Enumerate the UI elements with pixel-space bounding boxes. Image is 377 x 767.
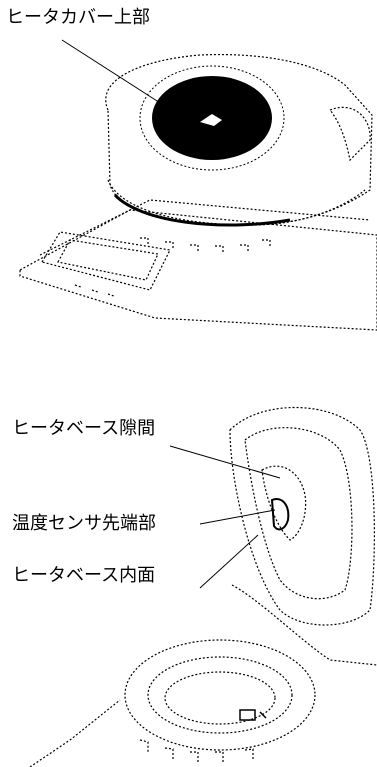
- open-cover-inner: [244, 427, 353, 600]
- heater-window-rim: [139, 65, 285, 171]
- leader-line-temp-sensor-tip: [199, 509, 276, 525]
- leader-line-heater-base-inner: [199, 534, 259, 589]
- ring-slots: [140, 237, 271, 254]
- cover-ring: [113, 193, 291, 227]
- cover-side-arm: [231, 584, 377, 666]
- display-panel: [41, 231, 171, 291]
- label-heater-cover-top: ヒータカバー上部: [6, 7, 150, 28]
- label-heater-base-inner: ヒータベース内面: [12, 565, 156, 586]
- pan-inner-ring: [147, 656, 293, 734]
- pan-clip: [239, 709, 267, 721]
- leader-line-heater-cover-top: [61, 39, 169, 109]
- open-cover-outline: [229, 407, 375, 626]
- sensor-tip: [270, 498, 290, 531]
- cover-handle: [329, 106, 371, 162]
- pan-center: [164, 671, 276, 725]
- label-heater-base-gap: ヒータベース隙間: [12, 418, 156, 439]
- base-outline: [19, 209, 377, 331]
- pan-slots: [139, 739, 254, 762]
- button-row: [74, 284, 115, 297]
- cover-lower-edge: [107, 179, 366, 226]
- pan-outer-ring: [124, 639, 316, 751]
- base-corner: [29, 699, 121, 767]
- label-temp-sensor-tip: 温度センサ先端部: [12, 513, 156, 534]
- heater-window-mark: [200, 114, 222, 126]
- base-top-edge: [39, 199, 371, 256]
- display-window: [57, 239, 159, 281]
- leader-line-heater-base-gap: [169, 445, 281, 479]
